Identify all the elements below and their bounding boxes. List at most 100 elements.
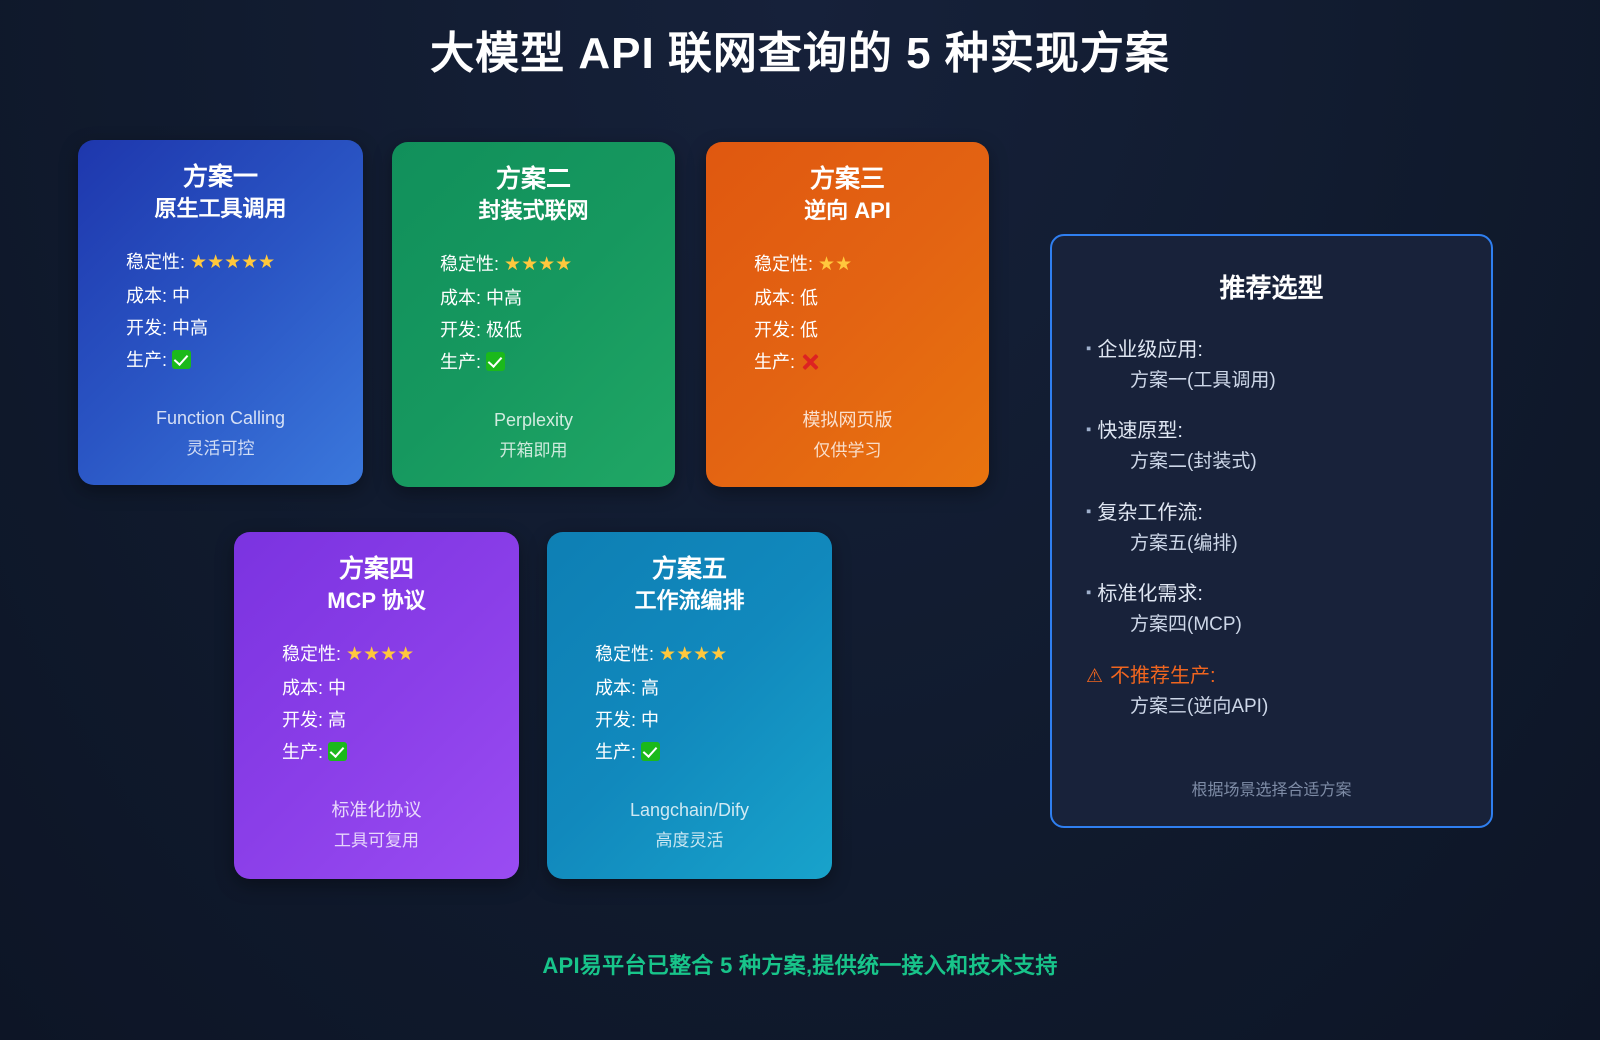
- spec-list: 稳定性: ★★★★ 成本: 中高 开发: 极低 生产:: [418, 248, 649, 378]
- card-title: 方案三: [809, 165, 885, 193]
- check-mark-icon: [486, 351, 506, 371]
- spec-production-label: 生产:: [754, 351, 796, 372]
- spec-cost-value: 中高: [486, 287, 523, 308]
- stability-stars-icon: ★★★★: [346, 642, 415, 665]
- bullet-icon: ▪: [1086, 584, 1092, 602]
- card-note: 高度灵活: [655, 831, 724, 851]
- card-tech: Perplexity: [493, 409, 574, 430]
- solution-card-4[interactable]: 方案四 MCP 协议 稳定性: ★★★★ 成本: 中 开发: 高 生产: 标准化…: [234, 532, 519, 879]
- card-note: 仅供学习: [813, 441, 882, 461]
- spec-production-label: 生产:: [595, 741, 637, 762]
- card-subtitle: 工作流编排: [634, 588, 745, 614]
- solution-cards-area: 方案一 原生工具调用 稳定性: ★★★★★ 成本: 中 开发: 中高 生产: F…: [0, 140, 1010, 900]
- recommendation-label: 复杂工作流:: [1097, 501, 1203, 524]
- spec-stability-label: 稳定性:: [754, 253, 814, 274]
- check-mark-icon: [172, 349, 192, 369]
- check-mark-icon: [328, 741, 348, 761]
- panel-title: 推荐选型: [1219, 273, 1324, 303]
- spec-cost-value: 中: [172, 285, 191, 306]
- solution-card-1[interactable]: 方案一 原生工具调用 稳定性: ★★★★★ 成本: 中 开发: 中高 生产: F…: [78, 140, 363, 485]
- spec-dev-value: 高: [328, 709, 347, 730]
- card-note: 灵活可控: [186, 439, 255, 459]
- footer-note: API易平台已整合 5 种方案,提供统一接入和技术支持: [542, 953, 1058, 978]
- card-note: 工具可复用: [334, 831, 419, 851]
- recommendation-item-warning: ⚠ 不推荐生产: 方案三(逆向API): [1086, 661, 1457, 722]
- recommendation-value: 方案二(封装式): [1130, 451, 1257, 473]
- card-title: 方案一: [182, 163, 258, 191]
- spec-dev: 开发: 高: [282, 704, 493, 736]
- spec-production: 生产:: [282, 736, 493, 768]
- spec-cost-label: 成本:: [754, 287, 796, 308]
- spec-cost-label: 成本:: [440, 287, 482, 308]
- spec-production-label: 生产:: [126, 349, 168, 370]
- spec-stability: 稳定性: ★★: [754, 248, 963, 282]
- recommendation-label: 不推荐生产:: [1110, 664, 1216, 687]
- card-footer: 模拟网页版 仅供学习: [732, 404, 963, 467]
- recommendation-label: 快速原型:: [1097, 420, 1183, 443]
- spec-dev-value: 极低: [486, 319, 523, 340]
- check-mark-icon: [641, 741, 661, 761]
- spec-cost-label: 成本:: [595, 677, 637, 698]
- recommendation-item: ▪复杂工作流: 方案五(编排): [1086, 498, 1457, 559]
- spec-stability: 稳定性: ★★★★: [595, 638, 806, 672]
- recommendation-label: 标准化需求:: [1097, 583, 1203, 606]
- spec-cost: 成本: 中: [126, 280, 337, 312]
- spec-cost: 成本: 低: [754, 282, 963, 314]
- bullet-icon: ▪: [1086, 421, 1092, 439]
- card-subtitle: 封装式联网: [478, 198, 589, 224]
- spec-stability: 稳定性: ★★★★: [440, 248, 649, 282]
- card-tech: Langchain/Dify: [629, 799, 750, 820]
- spec-production-label: 生产:: [440, 351, 482, 372]
- spec-list: 稳定性: ★★★★ 成本: 中 开发: 高 生产:: [260, 638, 493, 768]
- bullet-icon: ▪: [1086, 340, 1092, 357]
- card-tech: 标准化协议: [331, 799, 422, 820]
- card-note: 开箱即用: [499, 441, 568, 461]
- spec-cost-value: 高: [641, 677, 660, 698]
- recommendation-value: 方案三(逆向API): [1130, 695, 1269, 717]
- card-subtitle: 原生工具调用: [154, 196, 287, 222]
- spec-dev-value: 低: [800, 319, 819, 340]
- recommendation-label-row: ▪ 快速原型:: [1086, 416, 1457, 447]
- spec-dev-value: 中: [641, 709, 660, 730]
- recommendation-item: ▪ 企业级应用: 方案一(工具调用): [1086, 335, 1457, 396]
- card-title: 方案五: [651, 555, 727, 583]
- card-footer: Function Calling 灵活可控: [104, 402, 337, 465]
- warning-triangle-icon: ⚠: [1086, 665, 1104, 687]
- recommendation-panel: 推荐选型 ▪ 企业级应用: 方案一(工具调用) ▪ 快速原型: 方案二(封装式) ▪…: [1050, 234, 1493, 828]
- spec-cost-value: 低: [800, 287, 819, 308]
- stability-stars-icon: ★★★★: [659, 642, 728, 665]
- recommendation-label: 企业级应用:: [1097, 339, 1203, 361]
- spec-cost-label: 成本:: [282, 677, 324, 698]
- recommendation-value: 方案四(MCP): [1130, 614, 1242, 636]
- spec-production: 生产:: [754, 346, 963, 378]
- card-subtitle: 逆向 API: [804, 198, 891, 224]
- spec-list: 稳定性: ★★★★★ 成本: 中 开发: 中高 生产:: [104, 246, 337, 376]
- spec-production-label: 生产:: [282, 741, 324, 762]
- solution-card-2[interactable]: 方案二 封装式联网 稳定性: ★★★★ 成本: 中高 开发: 极低 生产: Pe…: [392, 142, 675, 487]
- card-footer: Perplexity 开箱即用: [418, 404, 649, 467]
- card-title: 方案四: [338, 555, 414, 583]
- spec-dev-label: 开发:: [754, 319, 796, 340]
- card-tech: 模拟网页版: [802, 409, 893, 430]
- spec-dev-label: 开发:: [126, 317, 168, 338]
- solution-card-5[interactable]: 方案五 工作流编排 稳定性: ★★★★ 成本: 高 开发: 中 生产: Lang…: [547, 532, 832, 879]
- spec-list: 稳定性: ★★★★ 成本: 高 开发: 中 生产:: [573, 638, 806, 768]
- stability-stars-icon: ★★★★★: [190, 250, 276, 273]
- spec-production: 生产:: [595, 736, 806, 768]
- panel-hint: 根据场景选择合适方案: [1191, 782, 1352, 799]
- spec-dev: 开发: 中高: [126, 312, 337, 344]
- spec-cost: 成本: 高: [595, 672, 806, 704]
- recommendation-item: ▪ 标准化需求: 方案四(MCP): [1086, 579, 1457, 640]
- spec-stability: 稳定性: ★★★★★: [126, 246, 337, 280]
- card-footer: 标准化协议 工具可复用: [260, 794, 493, 857]
- spec-stability-label: 稳定性:: [440, 253, 500, 274]
- card-tech: Function Calling: [155, 407, 286, 428]
- recommendation-label-row: ▪ 标准化需求:: [1086, 579, 1457, 610]
- spec-dev: 开发: 极低: [440, 314, 649, 346]
- recommendation-label-row: ⚠ 不推荐生产:: [1086, 661, 1457, 692]
- recommendation-item: ▪ 快速原型: 方案二(封装式): [1086, 416, 1457, 477]
- recommendation-value: 方案一(工具调用): [1130, 370, 1276, 391]
- solution-card-3[interactable]: 方案三 逆向 API 稳定性: ★★ 成本: 低 开发: 低 生产: 模拟网页版…: [706, 142, 989, 487]
- spec-dev-label: 开发:: [440, 319, 482, 340]
- card-subtitle: MCP 协议: [327, 588, 426, 614]
